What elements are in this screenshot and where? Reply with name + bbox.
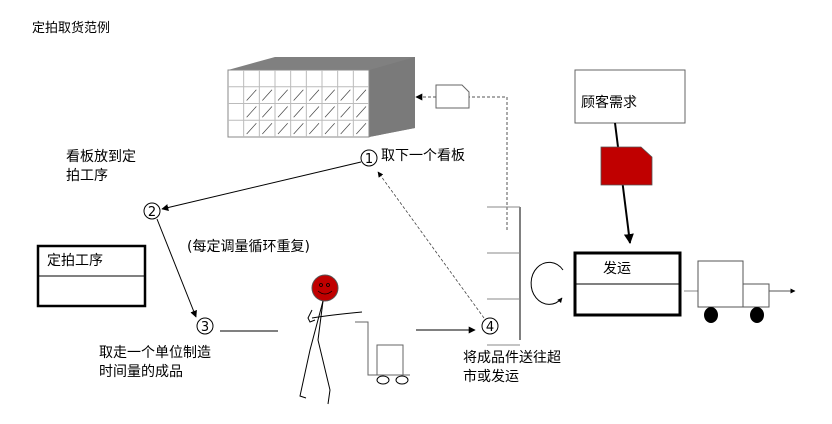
operator-icon <box>299 274 363 405</box>
svg-text:4: 4 <box>486 320 494 335</box>
shelf-item-slash <box>340 106 351 118</box>
shelf-item-slash <box>246 89 257 101</box>
shelf-item-slash <box>324 89 335 101</box>
pacemaker-box <box>36 244 147 308</box>
shelf-item-slash <box>262 89 273 101</box>
shelf-item-slash <box>309 89 320 101</box>
arrow-1-to-2 <box>161 161 362 211</box>
truck-icon <box>684 260 796 323</box>
step-2-marker: 2 <box>143 202 161 220</box>
arrow-2-to-3 <box>156 218 197 318</box>
loop-arrow-icon <box>530 261 564 305</box>
shelf-item-slash <box>309 123 320 135</box>
shipping-box <box>573 251 682 317</box>
shelf-item-slash <box>293 89 304 101</box>
step-4-marker: 4 <box>481 317 499 335</box>
step-3-label: 取走一个单位制造 时间量的成品 <box>99 345 211 380</box>
shelf-item-slash <box>277 106 288 118</box>
cart-icon <box>355 321 410 385</box>
shelf-item-slash <box>293 106 304 118</box>
shelf-item-slash <box>356 89 367 101</box>
shelf-item-slash <box>277 89 288 101</box>
shelf-item-slash <box>324 106 335 118</box>
repeat-note: (每定调量循环重复) <box>187 239 310 255</box>
supermarket-rack <box>487 206 521 346</box>
step-4-label: 将成品件送往超 市或发运 <box>463 350 561 385</box>
step-1-label: 取下一个看板 <box>381 148 465 164</box>
shelf-item-slash <box>246 106 257 118</box>
step-1-marker: 1 <box>360 149 378 167</box>
production-kanban-icon <box>600 146 653 186</box>
svg-text:1: 1 <box>365 152 373 167</box>
shelf-item-slash <box>340 123 351 135</box>
step-3-marker: 3 <box>196 317 214 335</box>
kanban-card-icon <box>435 84 470 109</box>
customer-demand-box <box>574 69 686 124</box>
shelf-item-slash <box>356 123 367 135</box>
arrow-4-to-1 <box>377 171 485 319</box>
step-2-label: 看板放到定 拍工序 <box>66 149 136 184</box>
shelf-item-slash <box>262 123 273 135</box>
shelf-item-slash <box>340 89 351 101</box>
shelf-item-slash <box>356 106 367 118</box>
shipping-label: 发运 <box>603 261 631 277</box>
pacemaker-label: 定拍工序 <box>47 253 103 269</box>
shelf-item-slash <box>293 123 304 135</box>
svg-text:3: 3 <box>201 320 209 335</box>
shelf-item-slash <box>262 106 273 118</box>
shelf-item-slash <box>277 123 288 135</box>
page-title: 定拍取货范例 <box>32 21 111 36</box>
shelf-item-slash <box>324 123 335 135</box>
customer-demand-label: 顾客需求 <box>581 95 637 111</box>
shelf-item-slash <box>246 123 257 135</box>
shelf-item-slash <box>309 106 320 118</box>
kanban-return-path <box>469 96 508 230</box>
svg-text:2: 2 <box>148 205 156 220</box>
supermarket-shelf-icon <box>227 57 415 138</box>
